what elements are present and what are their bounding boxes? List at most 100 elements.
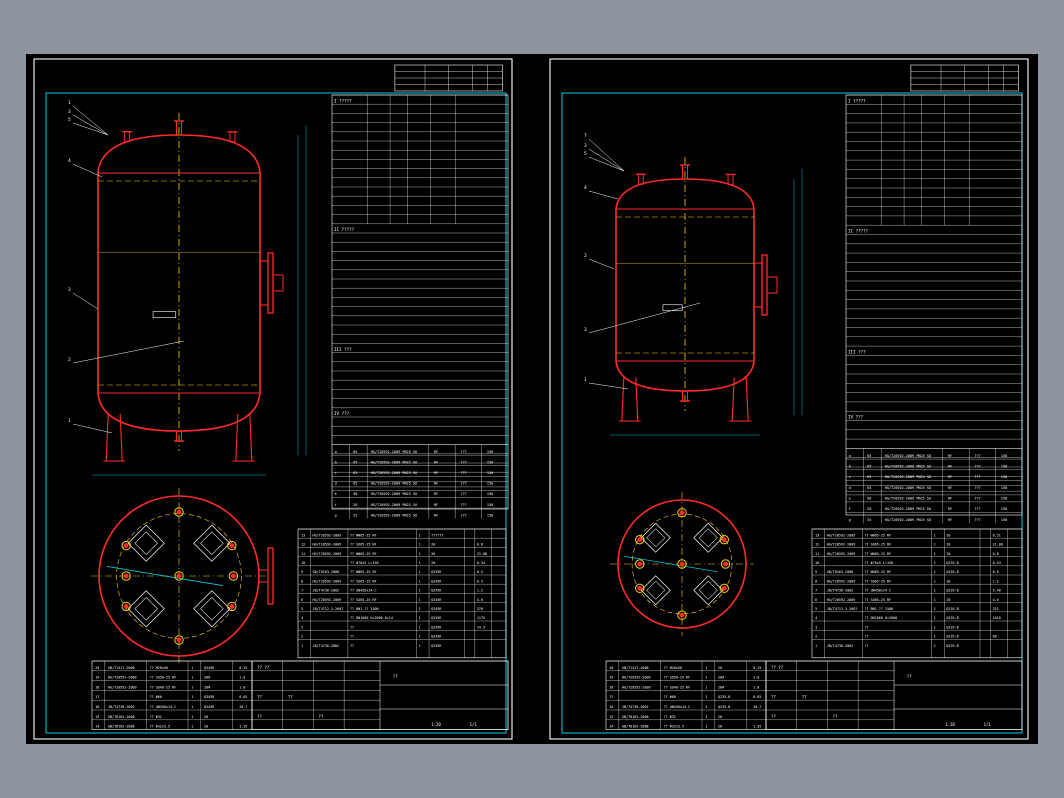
parts-cell-mat: 20	[946, 579, 950, 583]
bottom-cell-std: GB/T8163-2008	[622, 725, 649, 729]
parts-cell-mat: Q235-B	[946, 616, 958, 620]
parts-cell-std: JB/T4736-2002	[313, 589, 340, 593]
plan-nozzle-core	[679, 561, 685, 567]
parts-cell-mat: Q345R	[431, 570, 442, 574]
bottom-cell-qty: 1	[191, 676, 193, 680]
parts-cell-mat: Q345R	[431, 607, 442, 611]
parts-cell-std: HG/T20592-2009	[313, 543, 342, 547]
parts-cell-name: ?? WN65-25 RF	[350, 570, 377, 574]
callout-label: 3	[584, 143, 587, 149]
bottom-cell-qty: 1	[705, 725, 707, 729]
nozzle-cell-len: 150	[1001, 486, 1007, 490]
callout-leader	[588, 156, 625, 172]
callout-label: 1	[68, 100, 71, 106]
bottom-cell-mat: 20	[204, 715, 208, 719]
nozzle-cell-len: 150	[487, 460, 493, 464]
parts-cell-name: ?? WN65-25 RF	[350, 552, 377, 556]
plan-nozzle-core	[679, 612, 685, 618]
parts-cell-no: 7	[301, 589, 303, 593]
bottom-cell-name: ?? dN450x14-C	[150, 705, 177, 709]
parts-cell-qty: 1	[934, 543, 936, 547]
plan-nozzle-core	[123, 603, 129, 609]
parts-cell-no: 1	[815, 644, 817, 648]
bottom-parts-table	[91, 660, 253, 730]
bottom-cell-no: 17	[95, 695, 99, 699]
bottom-cell-name: ?? M20x50	[664, 666, 682, 670]
bottom-cell-no: 15	[609, 715, 613, 719]
parts-cell-mat: Q345R	[431, 644, 442, 648]
bottom-cell-qty: 1	[191, 666, 193, 670]
parts-cell-mat: 20	[431, 561, 435, 565]
callout-leader	[588, 302, 701, 334]
callout-label: 3	[68, 109, 71, 115]
nozzle-cell-dn: 65	[353, 471, 357, 475]
bottom-parts-table	[605, 660, 767, 730]
parts-cell-w: 1018	[993, 616, 1001, 620]
nozzle-cell-std: HG/T20592-2009 PN25 SO	[371, 471, 417, 475]
nozzle-cell-std: HG/T20592-2009 PN25 SO	[371, 460, 417, 464]
parts-cell-std: JB/T4736-2002	[313, 644, 340, 648]
bottom-cell-mat: Q235-B	[718, 695, 730, 699]
callout-leader	[72, 340, 185, 364]
nozzle-cell-mark: a	[335, 450, 337, 454]
plan-leg-pad-inner	[200, 597, 224, 621]
plan-leg-pad	[640, 522, 671, 553]
parts-cell-name: ?? SO65-25 RF	[350, 579, 377, 583]
parts-cell-w: 1175	[477, 616, 485, 620]
parts-cell-w: 1.2	[477, 589, 483, 593]
bottom-cell-mat: Q345R	[204, 666, 215, 670]
title-block-text: ??	[771, 714, 776, 719]
bottom-cell-w: 1.0	[753, 685, 759, 689]
plan-leg-pad-inner	[200, 531, 224, 555]
title-block-text: ??	[393, 674, 398, 679]
bottom-cell-name: ?? Φ60	[664, 695, 676, 699]
bottom-cell-no: 17	[609, 695, 613, 699]
sheet-outer-frame	[549, 58, 1029, 740]
nozzle-cell-mark: a	[849, 454, 851, 458]
nozzle-cell-mark: d	[849, 486, 851, 490]
parts-cell-w: 68	[993, 635, 997, 639]
callout-label: 3	[584, 327, 587, 333]
title-block-text: ?? ??	[771, 665, 784, 670]
section-header: II ?????	[334, 227, 355, 232]
bottom-cell-w: 20.7	[239, 705, 247, 709]
bottom-cell-qty: 1	[191, 705, 193, 709]
bottom-cell-name: ?? SO50-25 RF	[150, 676, 177, 680]
bottom-cell-qty: 1	[191, 685, 193, 689]
parts-cell-name: ??	[350, 635, 354, 639]
plan-nozzle-marker	[121, 601, 131, 612]
bottom-cell-name: ?? SO50-25 RF	[664, 676, 691, 680]
parts-cell-w: 4.6	[477, 598, 483, 602]
nozzle-cell-len: 150	[1001, 518, 1007, 522]
title-block-text: ??	[802, 695, 807, 700]
bottom-cell-no: 19	[95, 676, 99, 680]
support-leg	[249, 413, 253, 462]
section-header: III ???	[848, 350, 866, 355]
nozzle-cell-use: ???	[974, 454, 980, 458]
section-header: IV ???	[848, 415, 864, 420]
parts-cell-std: JB/T4736-2002	[827, 644, 854, 648]
plan-section-line	[624, 555, 718, 573]
nozzle-cell-use: ???	[460, 450, 466, 454]
parts-cell-qty: 1	[419, 570, 421, 574]
nozzle-cell-use: ???	[974, 507, 980, 511]
nozzle-cell-dn: 25	[867, 518, 871, 522]
section-header: II ?????	[848, 229, 869, 234]
parts-cell-name: ?? Φ76x5 L=150	[865, 561, 894, 565]
bottom-cell-no: 18	[609, 685, 613, 689]
parts-cell-w: 5.48	[993, 589, 1001, 593]
callout-leader	[72, 423, 113, 434]
plan-nozzle-core	[721, 537, 727, 543]
parts-cell-no: 2	[815, 635, 817, 639]
callout-leader	[588, 382, 629, 390]
section-header: I ?????	[848, 98, 866, 103]
plan-nozzle-core	[229, 603, 235, 609]
plan-leg-pad	[127, 524, 165, 562]
parts-cell-std: JB/T4712.3-2007	[827, 607, 858, 611]
plan-nozzle-core	[721, 585, 727, 591]
nozzle-cell-std: HG/T20592-2009 PN25 SO	[885, 454, 931, 458]
section-header: III ???	[334, 347, 352, 352]
